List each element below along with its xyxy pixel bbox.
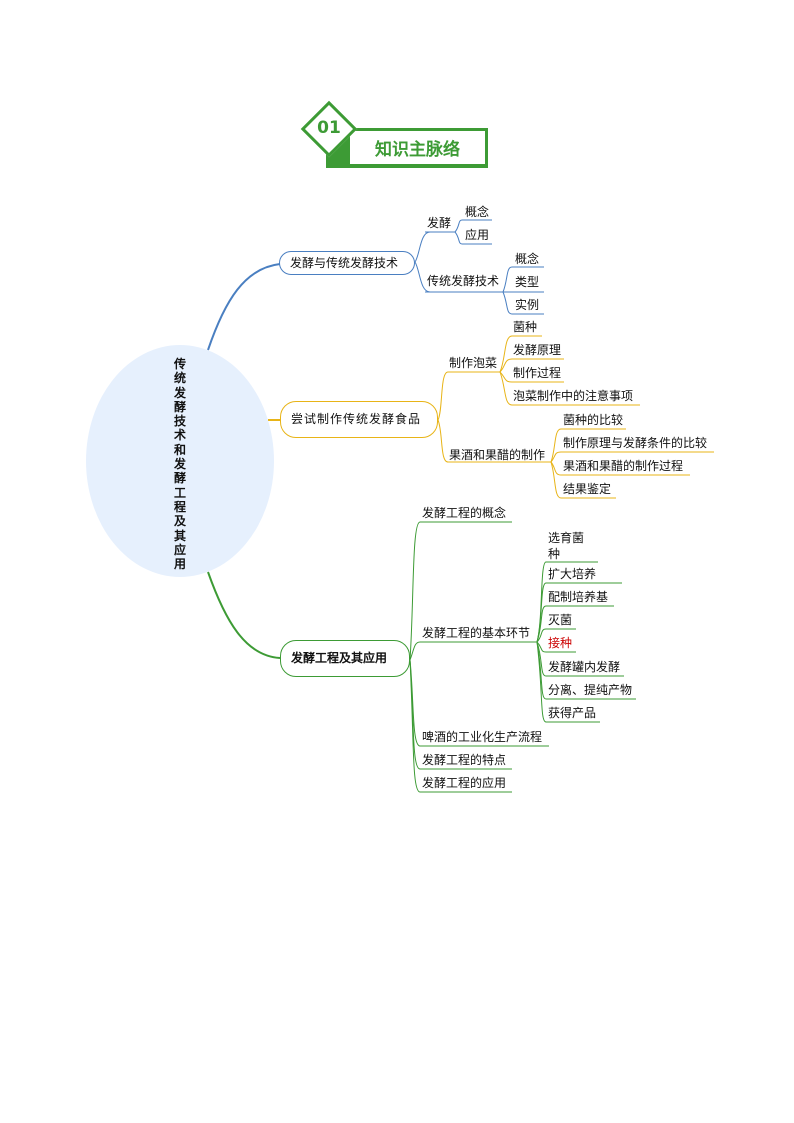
- topic-traditional-concept: 概念: [515, 252, 540, 266]
- topic-engineering-features: 发酵工程的特点: [422, 753, 507, 767]
- topic-pickles-strains: 菌种: [513, 320, 538, 334]
- root-node: [86, 345, 274, 577]
- topic-pickles-principle: 发酵原理: [513, 343, 562, 357]
- step-tank-fermentation: 发酵罐内发酵: [548, 660, 621, 674]
- topic-traditional-examples: 实例: [515, 298, 540, 312]
- branch-traditional-food-node: 尝试制作传统发酵食品: [280, 401, 438, 438]
- branch-fermentation-engineering-label: 发酵工程及其应用: [291, 651, 388, 665]
- topic-wine-strains: 菌种的比较: [563, 413, 624, 427]
- step-inoculate: 接种: [548, 636, 573, 650]
- topic-pickles-process: 制作过程: [513, 366, 562, 380]
- header-title: 知识主脉络: [350, 131, 485, 164]
- step-select-strain: 选育菌种: [548, 531, 585, 561]
- topic-fermentation-application: 应用: [465, 228, 490, 242]
- topic-traditional-types: 类型: [515, 275, 540, 289]
- topic-beer-process: 啤酒的工业化生产流程: [422, 730, 543, 744]
- topic-make-pickles: 制作泡菜: [449, 356, 498, 370]
- branch-fermentation-engineering-node: 发酵工程及其应用: [280, 640, 410, 677]
- step-expand-culture: 扩大培养: [548, 567, 597, 581]
- step-sterilize: 灭菌: [548, 613, 573, 627]
- branch-fermentation-node: 发酵与传统发酵技术: [279, 251, 415, 275]
- branch-traditional-food-label: 尝试制作传统发酵食品: [291, 412, 422, 426]
- topic-wine-principle: 制作原理与发酵条件的比较: [563, 436, 708, 450]
- topic-fermentation: 发酵: [427, 216, 452, 230]
- topic-wine-vinegar: 果酒和果醋的制作: [449, 448, 546, 462]
- step-prepare-medium: 配制培养基: [548, 590, 609, 604]
- header-number: 01: [317, 118, 341, 138]
- topic-wine-result: 结果鉴定: [563, 482, 612, 496]
- topic-engineering-application: 发酵工程的应用: [422, 776, 507, 790]
- topic-pickles-notes: 泡菜制作中的注意事项: [513, 389, 634, 403]
- branch-fermentation-label: 发酵与传统发酵技术: [290, 255, 399, 270]
- topic-wine-process: 果酒和果醋的制作过程: [563, 459, 684, 473]
- root-label: 传统发酵技术和发酵工程及其应用: [173, 357, 186, 572]
- topic-fermentation-concept: 概念: [465, 205, 490, 219]
- step-separate-purify: 分离、提纯产物: [548, 683, 633, 697]
- topic-engineering-concept: 发酵工程的概念: [422, 506, 507, 520]
- step-obtain-product: 获得产品: [548, 706, 597, 720]
- topic-traditional-tech: 传统发酵技术: [427, 274, 500, 288]
- connector-root-branch1: [207, 263, 281, 351]
- connector-root-branch3: [207, 571, 281, 659]
- topic-engineering-basic-steps: 发酵工程的基本环节: [422, 626, 531, 640]
